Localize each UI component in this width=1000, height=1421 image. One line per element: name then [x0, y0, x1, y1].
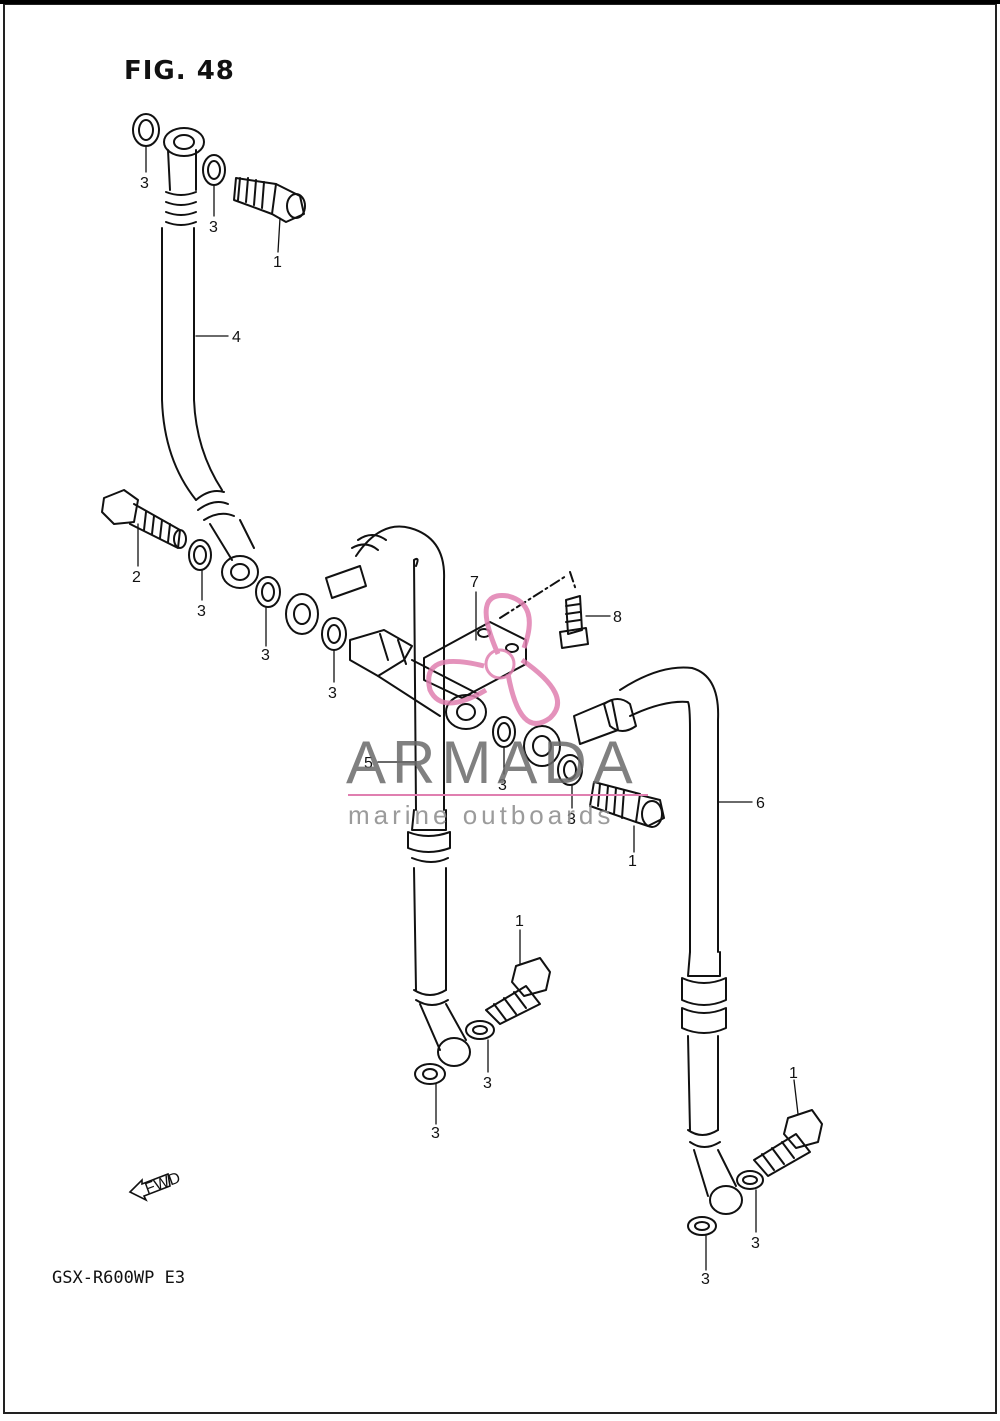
banjo-hose-5-lower [437, 1037, 471, 1067]
callout-label: 1 [515, 913, 524, 930]
callout-label: 3 [261, 647, 270, 664]
callout-label: 3 [751, 1235, 760, 1252]
callout-label: 6 [756, 795, 765, 812]
callout-label: 1 [273, 254, 282, 271]
brake-hose-6 [523, 666, 743, 1215]
callout-label: 3 [209, 219, 218, 236]
forward-arrow-icon: FWD [128, 1170, 183, 1202]
banjo-bolt-2 [101, 489, 187, 549]
callout-label: 1 [628, 853, 637, 870]
banjo-bolt-1-lower-right [753, 1109, 823, 1177]
watermark-brand: ARMADA [346, 729, 639, 796]
callout-label: 7 [470, 574, 479, 591]
banjo-hose-6-top [523, 725, 561, 767]
callout-label: 4 [232, 329, 241, 346]
callout-label: 3 [701, 1271, 710, 1288]
washer-group-3 [414, 1020, 764, 1236]
washer-top-left [132, 113, 160, 147]
callout-label: 3 [328, 685, 337, 702]
banjo-top [163, 127, 205, 157]
banjo-hose-6-lower [709, 1185, 743, 1215]
callout-label: 8 [613, 609, 622, 626]
page-border [3, 3, 997, 1414]
bolt-8 [559, 595, 589, 649]
three-way-joint-7 [349, 571, 577, 730]
callout-label: 3 [483, 1075, 492, 1092]
callout-label: 3 [498, 777, 507, 794]
watermark-propeller-icon [426, 593, 561, 726]
model-code: GSX-R600WP E3 [52, 1268, 186, 1288]
banjo-bolt-1-top [233, 177, 306, 223]
callout-label: 5 [364, 755, 373, 772]
callout-label: 3 [197, 603, 206, 620]
callout-label: 3 [140, 175, 149, 192]
brake-hose-4 [132, 113, 259, 589]
watermark-tagline: marine outboards [348, 800, 615, 830]
washer-group-1 [188, 154, 281, 608]
callout-label: 3 [567, 811, 576, 828]
callout-labels: 3 3 1 4 2 3 3 7 8 3 5 3 3 1 6 1 3 3 1 3 … [132, 175, 798, 1288]
leader-lines [137, 145, 799, 1271]
fwd-label: FWD [143, 1170, 183, 1198]
callout-label: 2 [132, 569, 141, 586]
callout-label: 1 [789, 1065, 798, 1082]
banjo-hose-5-top [285, 593, 319, 635]
figure-title: FIG. 48 [124, 56, 235, 86]
brake-hose-5 [285, 525, 471, 1067]
banjo-bolt-1-lower-mid [485, 957, 551, 1025]
banjo-lower-4 [221, 555, 259, 589]
callout-label: 3 [431, 1125, 440, 1142]
